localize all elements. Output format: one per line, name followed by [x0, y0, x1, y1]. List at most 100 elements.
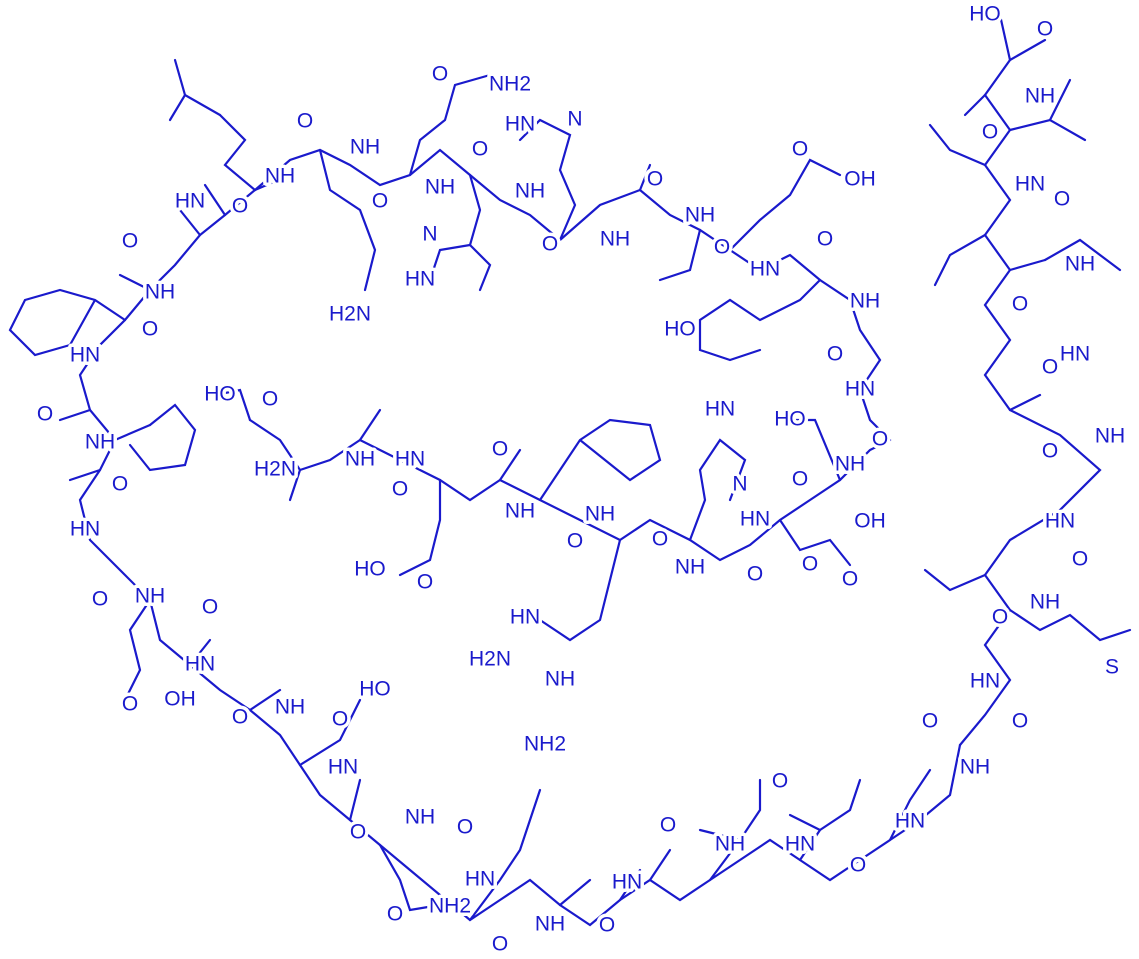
atom-label: O	[92, 588, 108, 611]
atom-label: O	[827, 343, 843, 366]
bond-path	[728, 158, 842, 252]
atom-label-layer: HOONHOHNONHOHNONHOHNONHOSHNONHOHNOHNONHO…	[33, 0, 1128, 959]
atom-label: O	[1042, 356, 1058, 379]
bond-path	[558, 878, 592, 907]
atom-label: O	[714, 236, 730, 259]
bond-path	[468, 788, 542, 922]
atom-label: HO	[664, 318, 696, 341]
atom-label: NH	[835, 453, 865, 476]
bond-path	[468, 243, 492, 292]
atom-label: HN	[705, 398, 735, 421]
bond-path	[123, 598, 152, 702]
atom-label: O	[392, 478, 408, 501]
atom-label: HO	[204, 383, 236, 406]
bond-path	[778, 518, 852, 567]
atom-label: HN	[970, 670, 1000, 693]
atom-label: O	[232, 706, 248, 729]
bond-path	[1043, 238, 1122, 272]
atom-label: HO	[969, 3, 1001, 26]
atom-label: O	[372, 190, 388, 213]
atom-label: NH	[515, 180, 545, 203]
atom-label: O	[112, 473, 128, 496]
bond-path	[358, 408, 382, 442]
bond-path	[113, 423, 152, 442]
bond-path	[213, 388, 252, 422]
bond-path	[398, 478, 442, 577]
bond-path	[348, 778, 362, 822]
bond-path	[933, 233, 987, 287]
atom-label: O	[772, 770, 788, 793]
atom-label: O	[432, 63, 448, 86]
atom-label: H2N	[254, 458, 296, 481]
atom-label: N	[567, 108, 582, 131]
atom-label: NH	[685, 204, 715, 227]
atom-label: HN	[185, 653, 215, 676]
atom-label: O	[747, 563, 763, 586]
atom-label: O	[922, 710, 938, 733]
atom-label: NH	[585, 503, 615, 526]
atom-label: HN	[895, 810, 925, 833]
atom-label: HN	[395, 448, 425, 471]
atom-label: O	[232, 195, 248, 218]
atom-label: NH	[960, 756, 990, 779]
atom-label: N	[732, 473, 747, 496]
atom-label: NH	[135, 585, 165, 608]
atom-label: O	[1037, 18, 1053, 41]
atom-label: HN	[612, 871, 642, 894]
atom-label: H2N	[329, 303, 371, 326]
atom-label: O	[647, 168, 663, 191]
atom-label: NH2	[429, 895, 471, 918]
bond-path	[888, 768, 932, 842]
atom-label: O	[872, 428, 888, 451]
bond-path	[648, 848, 672, 882]
bond-path	[253, 148, 892, 442]
atom-label: O	[142, 318, 158, 341]
bond-path	[8, 288, 127, 357]
atom-label: S	[1105, 656, 1119, 679]
atom-label: O	[262, 388, 278, 411]
bond-path	[518, 118, 577, 242]
atom-label: O	[992, 606, 1008, 629]
atom-label: O	[982, 121, 998, 144]
atom-label: O	[542, 233, 558, 256]
bond-path	[168, 93, 222, 122]
atom-label: O	[1012, 293, 1028, 316]
atom-label: HN	[175, 190, 205, 213]
bond-path	[1008, 118, 1087, 142]
atom-label: O	[350, 821, 366, 844]
atom-label: O	[492, 438, 508, 461]
bond-path	[128, 403, 197, 472]
atom-label: HN	[405, 268, 435, 291]
bond-path	[248, 688, 282, 712]
bond-path	[618, 868, 642, 902]
atom-label: O	[792, 468, 808, 491]
atom-label: HN	[1015, 173, 1045, 196]
atom-label: NH	[675, 556, 705, 579]
bond-path	[1008, 258, 1047, 272]
atom-label: O	[417, 571, 433, 594]
bond-path	[798, 778, 862, 862]
bond-layer	[8, 13, 1132, 927]
bond-path	[1048, 78, 1072, 122]
bond-path	[788, 418, 842, 482]
bond-path	[638, 163, 652, 192]
atom-label: HN	[70, 344, 100, 367]
bond-path	[928, 123, 987, 167]
bond-path	[378, 843, 442, 912]
bond-path	[958, 13, 1102, 747]
atom-label: OH	[844, 168, 876, 191]
atom-label: NH	[505, 500, 535, 523]
atom-label: O	[202, 596, 218, 619]
bond-path	[118, 273, 152, 292]
bond-path	[698, 278, 822, 362]
bond-path	[498, 448, 522, 482]
bond-path	[923, 568, 987, 592]
bond-path	[68, 468, 102, 482]
atom-label: NH	[1025, 85, 1055, 108]
atom-label: HN	[845, 378, 875, 401]
atom-label: NH	[535, 913, 565, 936]
bond-path	[58, 408, 92, 422]
atom-label: NH	[600, 228, 630, 251]
